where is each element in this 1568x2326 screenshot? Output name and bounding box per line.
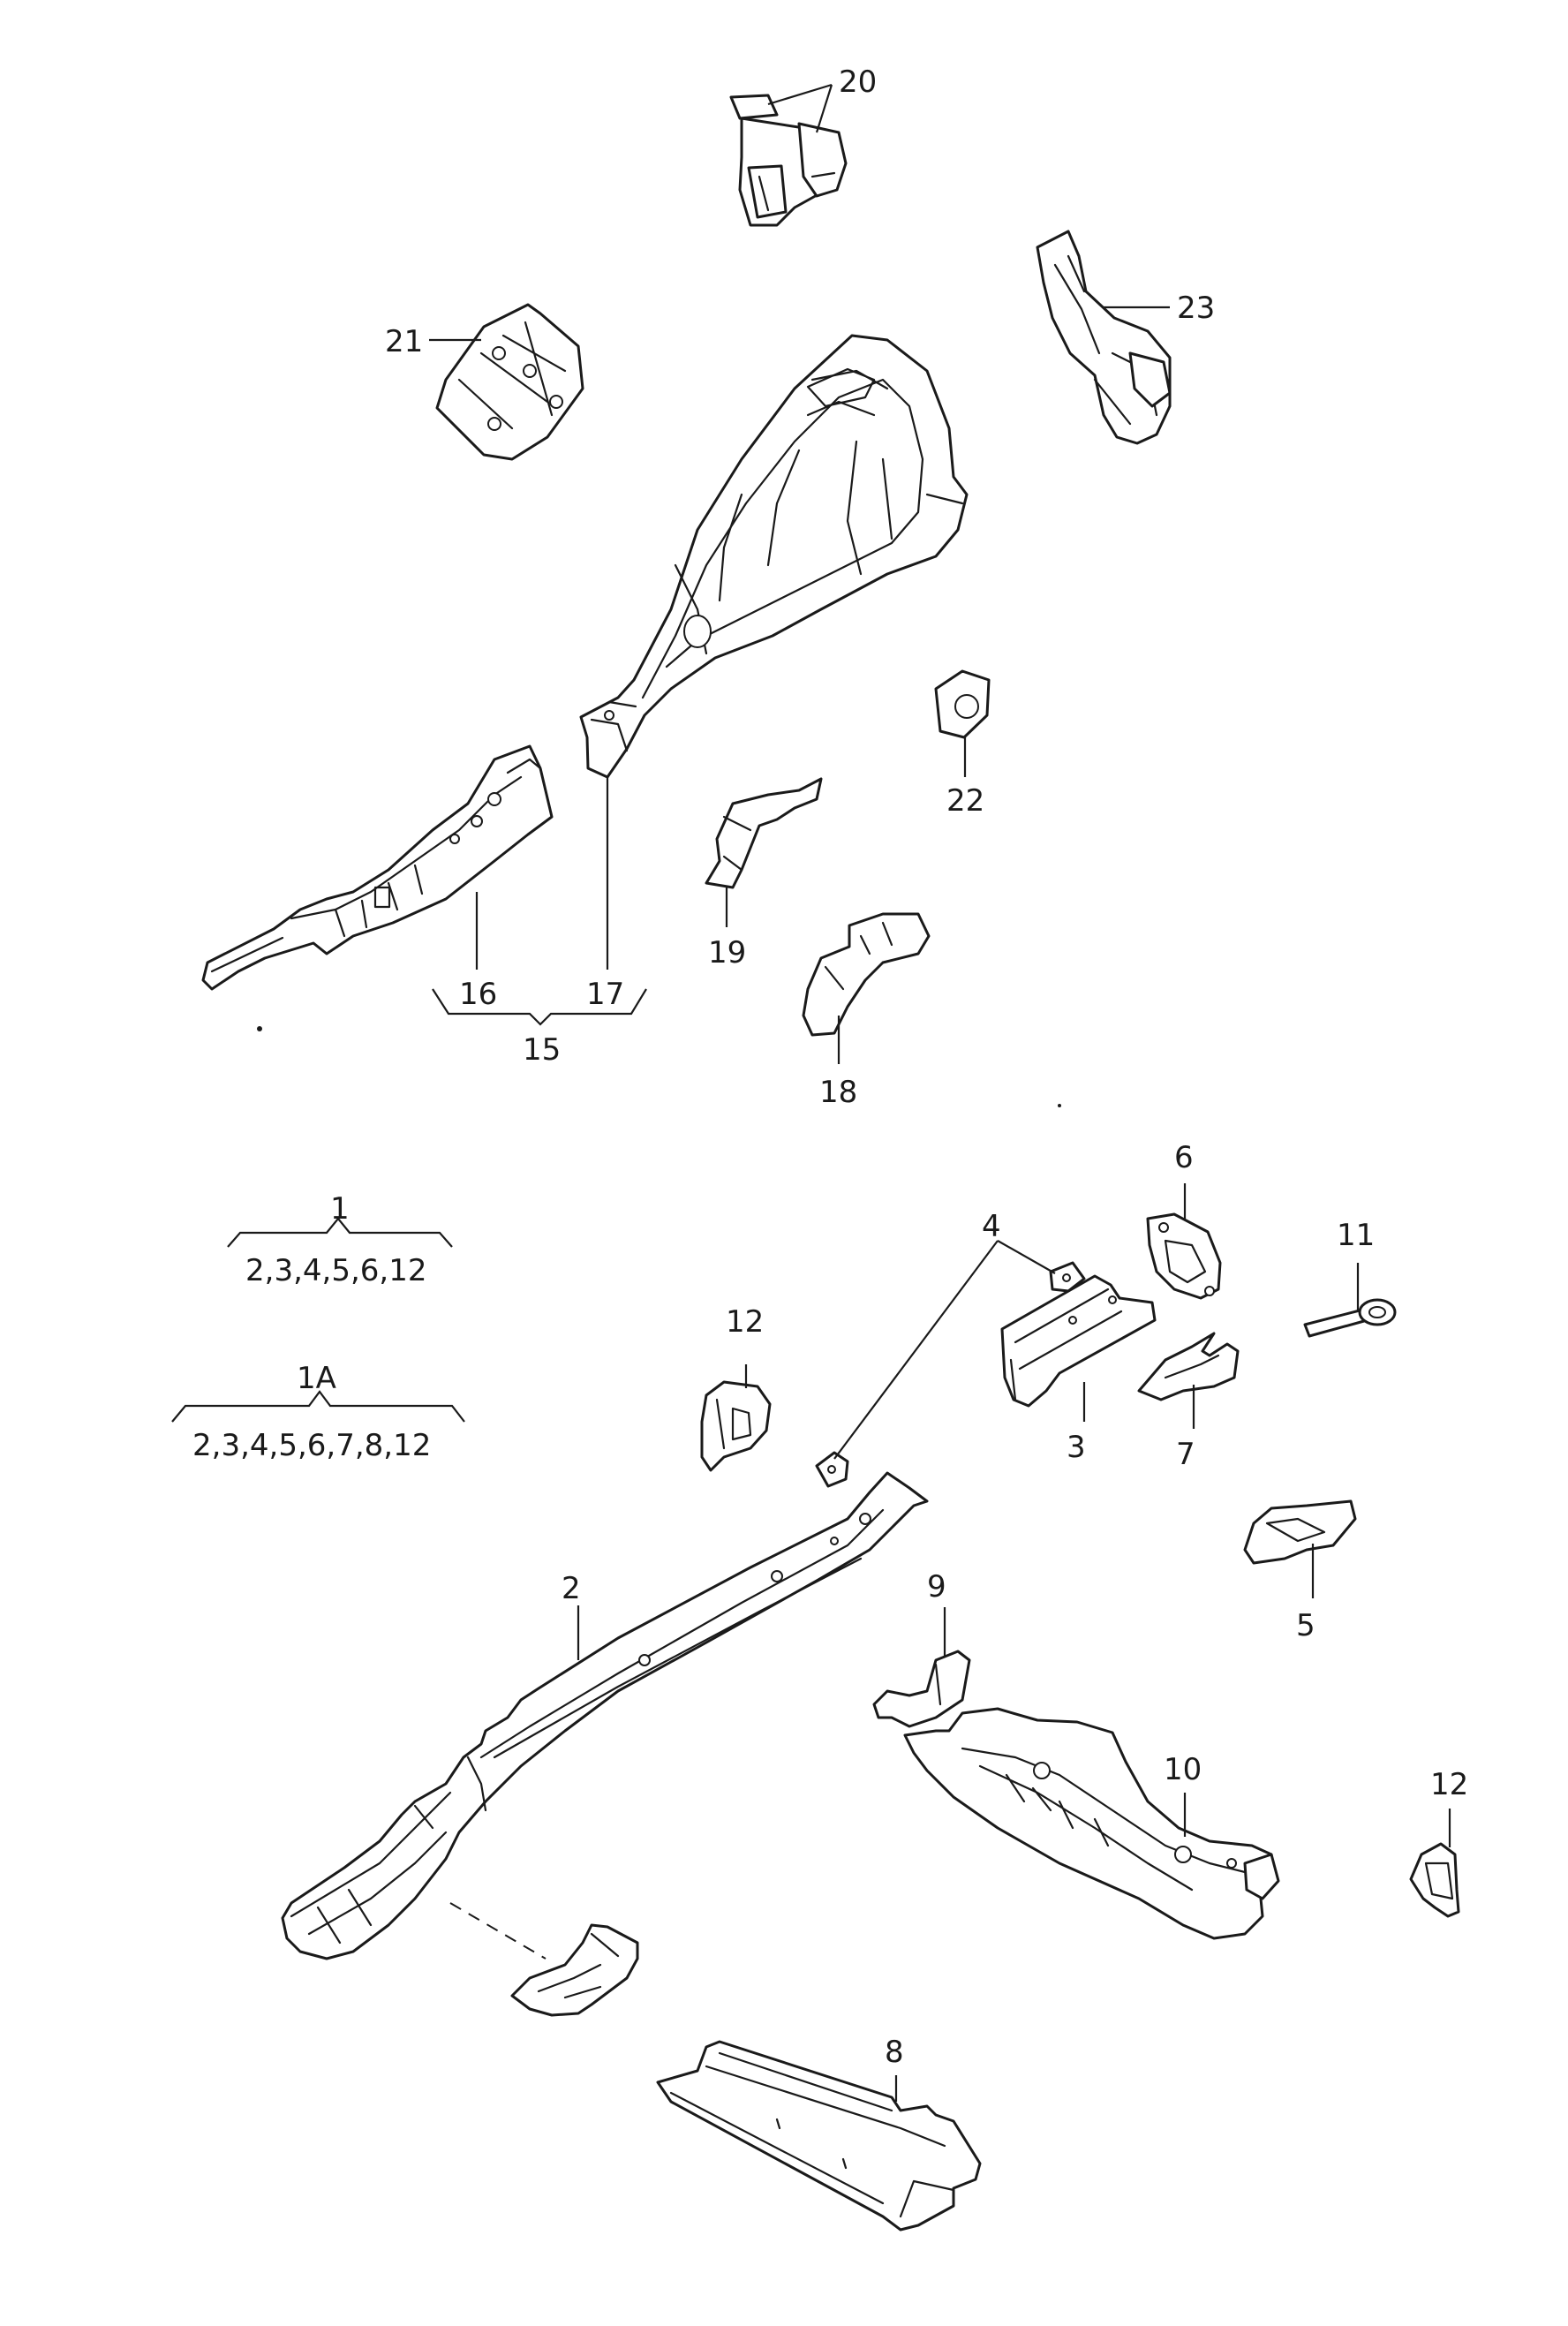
label-1a-parts: 2,3,4,5,6,7,8,12 xyxy=(192,1428,431,1463)
callout-11: 11 xyxy=(1337,1218,1375,1310)
label-1a: 1A xyxy=(297,1361,336,1396)
label-21: 21 xyxy=(385,324,423,359)
callout-12-right: 12 xyxy=(1430,1767,1468,1847)
label-22: 22 xyxy=(946,783,984,819)
part-6-plate xyxy=(1146,1212,1222,1300)
label-8: 8 xyxy=(885,2035,904,2070)
part-17-wheel-housing xyxy=(579,334,969,779)
callout-6: 6 xyxy=(1174,1140,1194,1219)
part-10-cross-member xyxy=(903,1707,1280,1940)
part-5-bracket xyxy=(1243,1499,1357,1565)
part-12-clip-right xyxy=(1409,1842,1460,1918)
label-12-right: 12 xyxy=(1430,1767,1468,1802)
part-21-plate xyxy=(435,303,584,461)
label-11: 11 xyxy=(1337,1218,1375,1253)
callout-18: 18 xyxy=(819,1016,857,1110)
callout-12-left: 12 xyxy=(726,1304,764,1388)
label-20: 20 xyxy=(839,64,877,100)
callout-7: 7 xyxy=(1176,1385,1195,1472)
dashed-guide xyxy=(449,1902,547,1960)
part-23-bracket xyxy=(1036,230,1172,445)
label-1-parts: 2,3,4,5,6,12 xyxy=(245,1253,426,1288)
kit-callout-1: 1 2,3,4,5,6,12 xyxy=(227,1191,453,1288)
label-4: 4 xyxy=(982,1209,1001,1244)
label-9: 9 xyxy=(927,1569,946,1605)
callout-10: 10 xyxy=(1164,1752,1202,1837)
callout-20: 20 xyxy=(767,64,877,133)
callout-9: 9 xyxy=(927,1569,946,1656)
part-12-clip-left xyxy=(700,1380,772,1472)
part-22-grommet xyxy=(934,669,991,739)
label-12-left: 12 xyxy=(726,1304,764,1340)
label-7: 7 xyxy=(1176,1437,1195,1472)
label-15: 15 xyxy=(523,1032,561,1068)
kit-callout-1a: 1A 2,3,4,5,6,7,8,12 xyxy=(171,1361,465,1463)
callout-2: 2 xyxy=(562,1571,581,1660)
part-9-bracket xyxy=(872,1650,971,1728)
stray-dot xyxy=(1058,1104,1061,1107)
part-8-sill-channel xyxy=(656,2040,982,2232)
callout-22: 22 xyxy=(946,737,984,819)
callout-19: 19 xyxy=(708,886,746,970)
part-3-channel xyxy=(1000,1274,1157,1408)
part-lower-bracket xyxy=(510,1923,639,2017)
callout-4: 4 xyxy=(833,1209,1056,1460)
part-20-bracket xyxy=(729,94,848,227)
label-2: 2 xyxy=(562,1571,581,1606)
part-7-bracket xyxy=(1137,1332,1240,1401)
callout-16-17-15: 16 17 15 xyxy=(432,777,647,1068)
part-16-side-member xyxy=(201,744,554,991)
part-11-bolt xyxy=(1303,1298,1397,1338)
label-10: 10 xyxy=(1164,1752,1202,1787)
callout-21: 21 xyxy=(385,324,481,359)
label-19: 19 xyxy=(708,935,746,970)
label-3: 3 xyxy=(1067,1430,1086,1465)
label-17: 17 xyxy=(586,977,624,1012)
label-16: 16 xyxy=(459,977,497,1012)
part-18-bracket xyxy=(802,912,931,1037)
label-18: 18 xyxy=(819,1075,857,1110)
part-19-bracket xyxy=(705,777,823,889)
part-2-side-member xyxy=(281,1471,929,1960)
part-4-tab xyxy=(815,1261,1086,1488)
callout-5: 5 xyxy=(1296,1544,1315,1643)
stray-dot xyxy=(257,1026,262,1031)
label-6: 6 xyxy=(1174,1140,1194,1175)
callout-3: 3 xyxy=(1067,1382,1086,1465)
callout-23: 23 xyxy=(1104,291,1215,326)
label-1: 1 xyxy=(330,1191,350,1227)
callout-8: 8 xyxy=(885,2035,904,2102)
label-23: 23 xyxy=(1177,291,1215,326)
label-5: 5 xyxy=(1296,1608,1315,1643)
